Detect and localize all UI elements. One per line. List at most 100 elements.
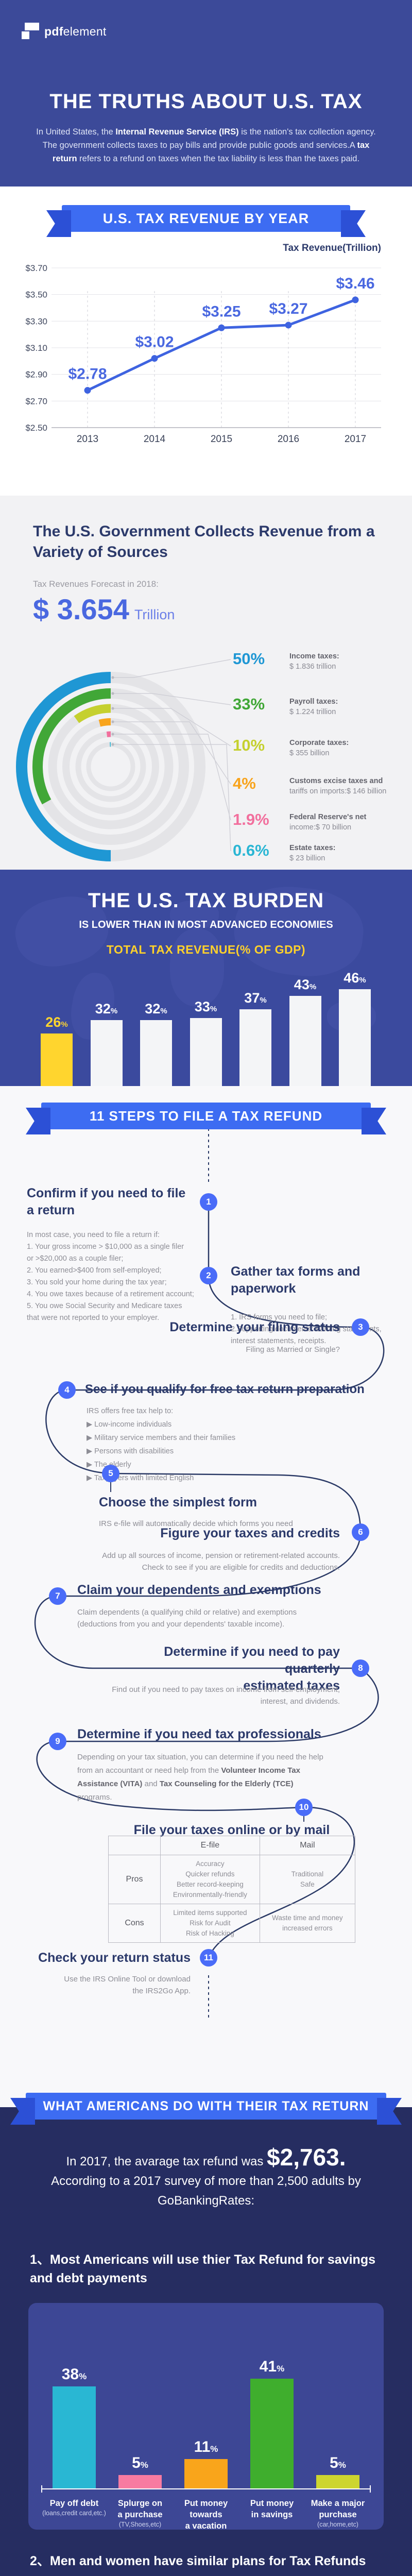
- usage-cat-label: Pay off debt(loans,credit card,etc.): [41, 2498, 107, 2532]
- step-6-title: Figure your taxes and credits: [160, 1526, 340, 1540]
- leader-dot: [111, 743, 114, 746]
- source-name: Payroll taxes:: [289, 698, 338, 706]
- source-sub: income:$ 70 billion: [289, 823, 352, 832]
- leader-dot: [111, 676, 114, 679]
- step-1-number: 1: [200, 1193, 217, 1211]
- usage-bar: [53, 2386, 96, 2488]
- revenue-chart-section: U.S. TAX REVENUE BY YEAR $3.70$3.50$3.30…: [0, 187, 412, 496]
- step-1-body: In most case, you need to file a return …: [27, 1231, 194, 1322]
- x-tick-label: 2017: [345, 434, 366, 445]
- gdp-col-france: 46% FRANCE: [330, 961, 380, 1086]
- usage-cat-name: Put money towards a vacation: [184, 2499, 228, 2531]
- leader-line: [114, 659, 231, 678]
- usage-cat-label: Put money in savings: [239, 2498, 305, 2532]
- gdp-number: 32: [145, 1001, 161, 1017]
- forecast-amount: $ 3.654 Trillion: [33, 592, 175, 626]
- y-tick-label: $3.30: [25, 316, 47, 326]
- point-label: $3.02: [135, 334, 174, 351]
- data-point: [218, 324, 225, 331]
- y-tick-label: $3.50: [25, 290, 47, 300]
- step-6-body: Add up all sources of income, pension or…: [102, 1551, 340, 1572]
- gdp-value: 46%: [344, 970, 366, 986]
- step-9-text: Depending on your tax situation, you can…: [77, 1753, 323, 1775]
- step-3-number: 3: [352, 1318, 369, 1336]
- table-header-efile: E-file: [160, 1836, 260, 1855]
- step-8-title-line1: Determine if you need to pay quarterly: [164, 1645, 340, 1676]
- step-9-text: and: [142, 1780, 160, 1788]
- source-row-estate: 0.6% Estate taxes:$ 23 billion: [233, 842, 403, 863]
- forecast-total: $ 3.654: [33, 593, 129, 625]
- step-4-number: 4: [58, 1381, 76, 1399]
- gdp-value: 26%: [45, 1014, 67, 1030]
- forecast-unit: Trillion: [134, 607, 175, 622]
- ring-track: [48, 704, 174, 829]
- table-cell-pros-efile: Accuracy Quicker refunds Better record-k…: [160, 1855, 260, 1904]
- intro-text: is the nation's tax collection agency. T…: [42, 127, 376, 150]
- gdp-col-japan: 32% JAPAN: [131, 961, 181, 1086]
- usage-value: 5%: [330, 2454, 346, 2472]
- step-9-text: programs.: [77, 1793, 112, 1802]
- step-9-bold-tce: Tax Counseling for the Elderly (TCE): [159, 1780, 294, 1788]
- gdp-number: 46: [344, 970, 359, 986]
- gdp-chart-title: TOTAL TAX REVENUE(% OF GDP): [106, 943, 306, 956]
- step-1-title: Confirm if you need to file a return: [27, 1186, 186, 1217]
- intro-bold-irs: Internal Revenue Service (IRS): [115, 127, 239, 137]
- point-label: $2.78: [68, 366, 107, 383]
- leader-dot: [111, 692, 114, 695]
- leader-line: [114, 693, 231, 705]
- data-point: [84, 387, 91, 394]
- refund-average-amount: $2,763.: [267, 2144, 346, 2171]
- revenue-sources-section: The U.S. Government Collects Revenue fro…: [0, 496, 412, 870]
- efile-vs-mail-table: E-file Mail Pros Accuracy Quicker refund…: [108, 1836, 356, 1943]
- percent-sign: %: [61, 1020, 68, 1029]
- source-name: Income taxes:: [289, 652, 339, 660]
- step-11-number: 11: [200, 1949, 217, 1967]
- step-8-number: 8: [352, 1659, 369, 1677]
- y-tick-label: $3.10: [25, 343, 47, 353]
- percent-sign: %: [210, 2444, 218, 2454]
- gdp-col-canada: 32% CANADA: [82, 961, 131, 1086]
- gdp-bar-stack: 37%: [231, 961, 280, 1086]
- usage-number: 5: [132, 2454, 141, 2471]
- source-label: Estate taxes:$ 23 billion: [289, 842, 335, 863]
- leader-line: [114, 744, 231, 852]
- sources-heading-line2: Variety of Sources: [33, 544, 168, 561]
- usage-cat-label: Splurge on a purchase(TV,Shoes,etc): [107, 2498, 173, 2532]
- gdp-bar-stack: 33%: [181, 961, 231, 1086]
- leader-line: [114, 708, 231, 747]
- step-5-body: IRS e-file will automatically decide whi…: [99, 1519, 293, 1528]
- source-pct: 10%: [233, 736, 265, 754]
- steps-banner-label: 11 STEPS TO FILE A TAX REFUND: [89, 1108, 323, 1124]
- x-tick-label: 2013: [77, 434, 98, 445]
- y-tick-label: $2.70: [25, 396, 47, 406]
- usage-cat-name: Put money in savings: [250, 2499, 294, 2519]
- steps-section: 11 STEPS TO FILE A TAX REFUND 1 2 3 4 5 …: [0, 1086, 412, 2107]
- intro-bold-taxreturn: tax return: [52, 141, 370, 163]
- usage-number: 41: [259, 2358, 277, 2375]
- y-tick-label: $2.50: [25, 423, 47, 433]
- gdp-bar: [90, 1020, 123, 1086]
- usage-cat-sub: (TV,Shoes,etc): [118, 2521, 162, 2528]
- gdp-number: 26: [45, 1014, 61, 1030]
- step-7-body: Claim dependents (a qualifying child or …: [77, 1608, 297, 1629]
- gdp-bar: [190, 1018, 222, 1086]
- usage-bar: [118, 2475, 162, 2488]
- step-5-number: 5: [102, 1465, 119, 1482]
- point-label: $3.25: [202, 303, 241, 320]
- usage-col-splurge: 5%: [107, 2313, 173, 2488]
- usage-col-vacation: 11%: [173, 2313, 239, 2488]
- usage-number: 5: [330, 2454, 338, 2471]
- percent-sign: %: [277, 2363, 285, 2374]
- ring-arc-2: [74, 704, 111, 723]
- usage-axis: [41, 2485, 371, 2493]
- logo-pdf: pdf: [44, 24, 63, 38]
- x-tick-label: 2016: [278, 434, 299, 445]
- usage-cat-label: Put money towards a vacation: [173, 2498, 239, 2532]
- x-tick-label: 2014: [144, 434, 166, 445]
